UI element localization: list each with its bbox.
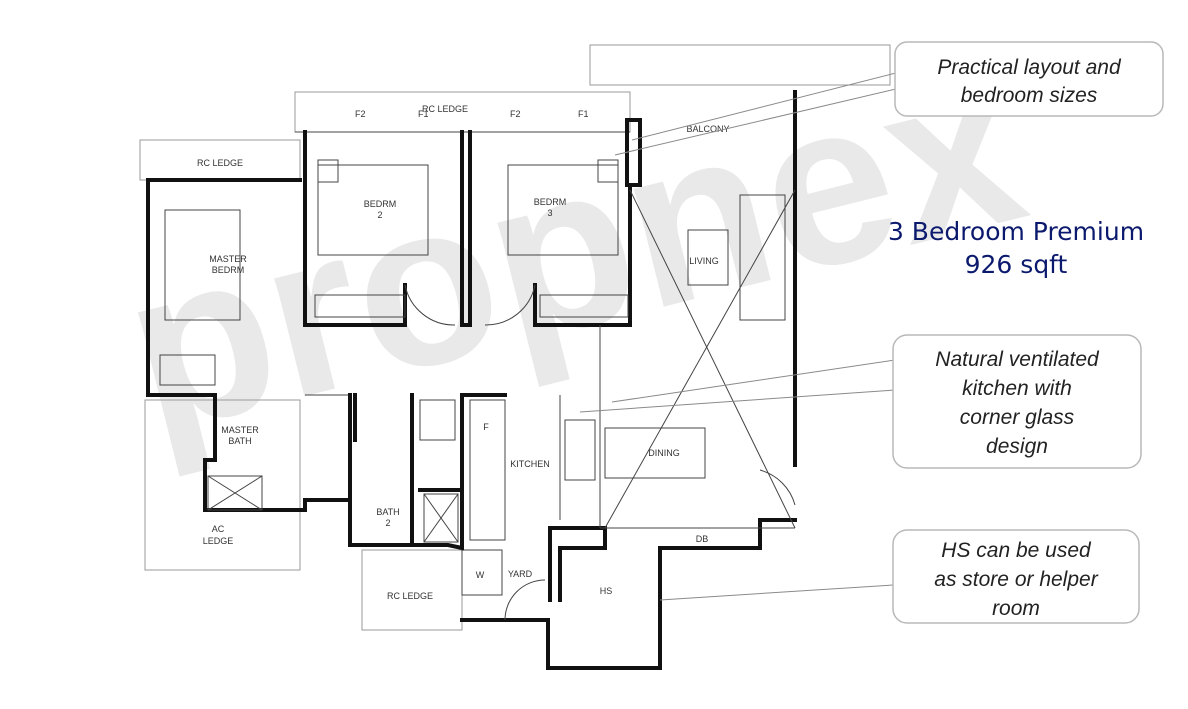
- ac-ledge-outline: [144, 399, 301, 571]
- label-rc-ledge-bottom: RC LEDGE: [387, 591, 433, 601]
- label-master-bath-line2: BATH: [228, 436, 251, 446]
- label-master-bath-line1: MASTER: [221, 425, 259, 435]
- callout-hs-bubble: [892, 529, 1140, 624]
- label-bath2-line1: BATH: [376, 507, 399, 517]
- callout-kitchen-line1: Natural ventilated: [935, 348, 1100, 371]
- callout-hs-line1: HS can be used: [941, 539, 1092, 562]
- callout-kitchen-line2: kitchen with: [962, 377, 1072, 400]
- callout-layout-leader: [631, 71, 901, 141]
- label-hs: HS: [600, 586, 613, 596]
- callout-kitchen-bubble: [892, 334, 1142, 469]
- callout-hs-leader: [659, 584, 894, 601]
- label-window-f1-b: F1: [578, 109, 589, 119]
- label-yard: YARD: [508, 569, 533, 579]
- label-balcony: BALCONY: [686, 124, 729, 134]
- label-window-f1-a: F1: [418, 109, 429, 119]
- callout-layout-line1: Practical layout and: [937, 56, 1122, 79]
- unit-type-title: 3 Bedroom Premium: [888, 217, 1144, 246]
- label-db: DB: [696, 534, 709, 544]
- label-rc-ledge-top: RC LEDGE: [422, 104, 468, 114]
- callout-kitchen: Natural ventilated kitchen with corner g…: [579, 334, 1142, 469]
- label-dining: DINING: [648, 448, 680, 458]
- label-bedroom3-line1: BEDRM: [534, 197, 567, 207]
- label-ac-ledge-line1: AC: [212, 524, 225, 534]
- callout-hs: HS can be used as store or helper room: [659, 529, 1140, 624]
- balcony-ledge-outline: [589, 44, 891, 86]
- washer-box: [461, 549, 503, 596]
- callout-kitchen-line3: corner glass: [960, 406, 1075, 429]
- unit-size: 926 sqft: [965, 250, 1068, 279]
- label-ac-ledge-line2: LEDGE: [203, 536, 234, 546]
- unit-title: 3 Bedroom Premium 926 sqft: [888, 217, 1144, 279]
- label-master-bedroom-line1: MASTER: [209, 254, 247, 264]
- label-fridge: F: [483, 422, 489, 432]
- exterior-wall-left: [146, 178, 507, 551]
- callout-kitchen-line4: design: [986, 435, 1048, 458]
- floor-plan: RC LEDGE RC LEDGE BALCONY F2 F1 F2 F1 BE…: [139, 44, 891, 670]
- label-rc-ledge-left: RC LEDGE: [197, 158, 243, 168]
- callout-layout-line2: bedroom sizes: [961, 84, 1098, 107]
- label-master-bedroom-line2: BEDRM: [212, 265, 245, 275]
- callout-hs-line3: room: [992, 597, 1040, 620]
- label-window-f2-b: F2: [510, 109, 521, 119]
- callout-layout-bubble: [894, 41, 1164, 117]
- label-bedroom2-line2: 2: [377, 210, 382, 220]
- wall-bedroom2-right: [460, 130, 472, 327]
- bottom-ledge-outline: [361, 549, 463, 631]
- label-washer: W: [476, 570, 485, 580]
- label-window-f2-a: F2: [355, 109, 366, 119]
- label-living: LIVING: [689, 256, 719, 266]
- callout-hs-line2: as store or helper: [934, 568, 1098, 591]
- callout-kitchen-leader: [611, 359, 896, 403]
- wall-hs-inner: [548, 526, 607, 602]
- wall-dining-bottom: [460, 518, 797, 670]
- wall-bedroom3: [533, 118, 642, 327]
- callout-layout: Practical layout and bedroom sizes: [614, 41, 1164, 156]
- label-bath2-line2: 2: [385, 518, 390, 528]
- label-bedroom3-line2: 3: [547, 208, 552, 218]
- label-kitchen: KITCHEN: [510, 459, 550, 469]
- label-bedroom2-line1: BEDRM: [364, 199, 397, 209]
